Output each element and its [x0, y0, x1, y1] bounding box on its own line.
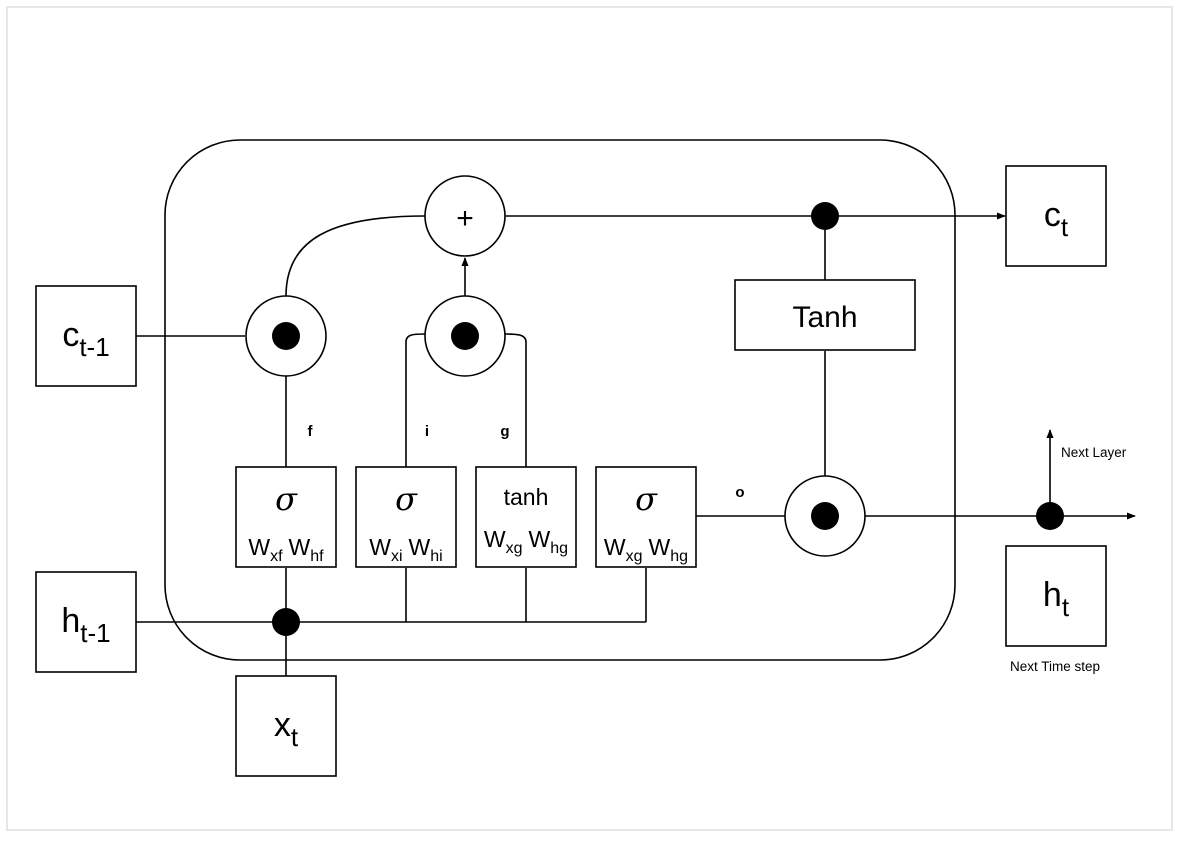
input-h-prev-label: ht-1: [61, 602, 110, 648]
cell-state-junction-dot: [811, 202, 839, 230]
tanh-box-label: Tanh: [792, 301, 857, 334]
add-op: +: [424, 175, 506, 257]
next-layer-note: Next Layer: [1061, 445, 1127, 460]
gate-label-o: o: [735, 484, 744, 501]
forget-multiply-op: [245, 295, 327, 377]
gate-func: tanh: [504, 484, 549, 510]
input-junction-dot: [272, 608, 300, 636]
next-time-step-note: Next Time step: [1010, 659, 1100, 674]
gate-label-g: g: [500, 423, 509, 440]
input-c-prev: ct-1: [35, 285, 137, 387]
input-h-prev: ht-1: [35, 571, 137, 673]
hidden-state-junction-dot: [1036, 502, 1064, 530]
input-x-t-label: xt: [274, 706, 299, 752]
gate-label-f: f: [308, 423, 314, 440]
input-x-t: xt: [235, 675, 337, 777]
gate-label-i: i: [425, 423, 429, 440]
input-c-prev-label: ct-1: [62, 316, 109, 362]
input-multiply-op: [424, 295, 506, 377]
output-multiply-op: [784, 475, 866, 557]
output-h-t: ht: [1005, 545, 1107, 647]
gate-func: σ: [395, 480, 418, 518]
output-c-t: ct: [1005, 165, 1107, 267]
tanh-box: Tanh: [734, 279, 916, 351]
diagram-frame: [6, 6, 1173, 831]
gate-func: σ: [635, 480, 658, 518]
output-c-t-label: ct: [1044, 196, 1069, 242]
gate-func: σ: [275, 480, 298, 518]
wires: [135, 212, 1136, 676]
add-op-label: +: [456, 202, 474, 235]
output-h-t-label: ht: [1043, 576, 1070, 622]
